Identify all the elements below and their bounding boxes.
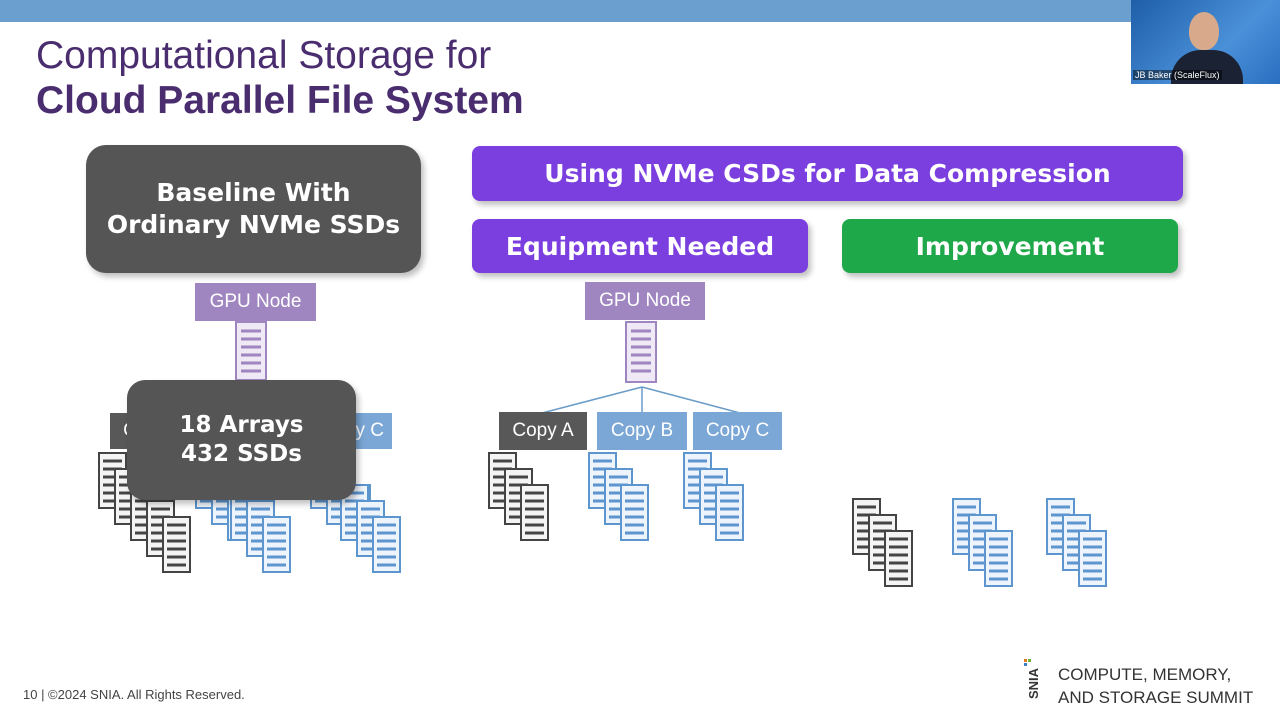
- storage-server-icon: [520, 484, 549, 541]
- copy-a-label: Copy A: [499, 412, 587, 450]
- baseline-line2: Ordinary NVMe SSDs: [106, 210, 401, 239]
- footer-copyright: 10 | ©2024 SNIA. All Rights Reserved.: [23, 687, 245, 702]
- storage-server-icon: [715, 484, 744, 541]
- gpu-node-label-right: GPU Node: [585, 282, 705, 320]
- presenter-body: [1171, 50, 1243, 84]
- slide-title-line2: Cloud Parallel File System: [36, 79, 524, 122]
- copy-b-label: Copy B: [597, 412, 687, 450]
- storage-server-icon: [504, 468, 533, 525]
- storage-server-icon: [884, 530, 913, 587]
- snia-logo-text: SNIA: [1026, 667, 1041, 699]
- storage-server-icon: [1078, 530, 1107, 587]
- copy-fragment-text: y C: [355, 420, 385, 441]
- storage-server-icon: [262, 516, 291, 573]
- storage-server-icon: [984, 530, 1013, 587]
- presenter-video: JB Baker (ScaleFlux): [1131, 0, 1280, 84]
- arrays-count: 18 Arrays: [179, 412, 304, 438]
- gpu-node-label-left: GPU Node: [195, 283, 316, 321]
- presenter-head: [1189, 12, 1219, 50]
- snia-logo-mark: [1024, 659, 1031, 666]
- baseline-line1: Baseline With: [156, 178, 351, 207]
- presenter-name: JB Baker (ScaleFlux): [1133, 70, 1222, 80]
- summit-line2: AND STORAGE SUMMIT: [1058, 688, 1254, 707]
- storage-server-icon: [372, 516, 401, 573]
- improvement-box: Improvement: [842, 219, 1178, 273]
- baseline-box: Baseline With Ordinary NVMe SSDs: [86, 145, 421, 273]
- server-rack-icon: [235, 321, 267, 381]
- summit-name: COMPUTE, MEMORY, AND STORAGE SUMMIT: [1058, 663, 1253, 709]
- using-csd-box: Using NVMe CSDs for Data Compression: [472, 146, 1183, 201]
- top-accent-bar: [0, 0, 1280, 22]
- connector-lines: [541, 386, 741, 414]
- storage-server-icon: [620, 484, 649, 541]
- summit-line1: COMPUTE, MEMORY,: [1058, 665, 1232, 684]
- server-rack-icon: [625, 321, 657, 383]
- arrays-box: 18 Arrays 432 SSDs: [127, 380, 356, 500]
- ssd-count: 432 SSDs: [181, 441, 302, 467]
- slide-title-line1: Computational Storage for: [36, 34, 492, 77]
- equipment-needed-box: Equipment Needed: [472, 219, 808, 273]
- copy-c-label: Copy C: [693, 412, 782, 450]
- storage-server-icon: [162, 516, 191, 573]
